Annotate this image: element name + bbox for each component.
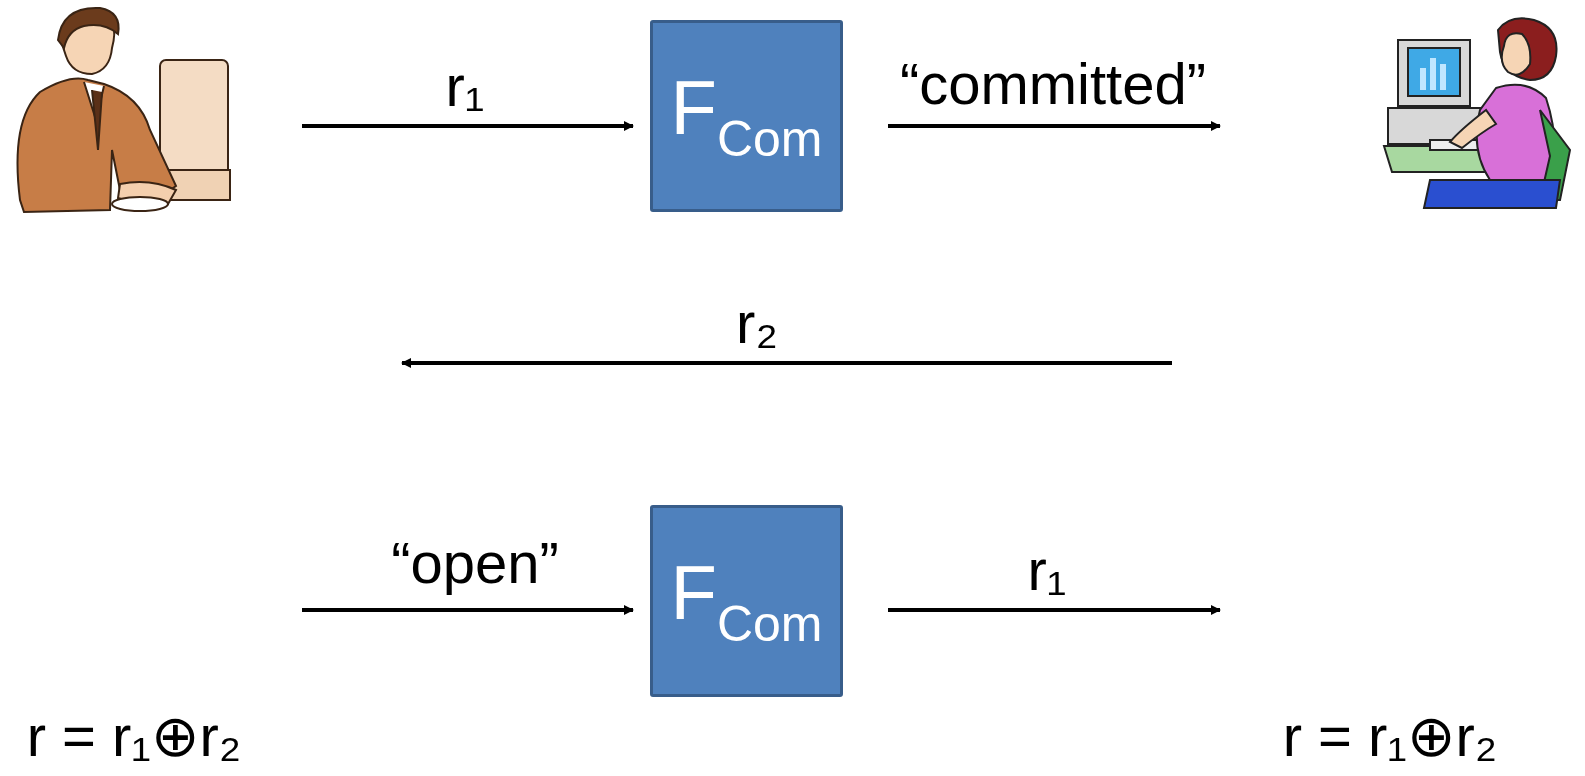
functionality-box: FCom	[650, 20, 843, 212]
function-subscript: Com	[717, 111, 823, 167]
woman-figure	[1384, 18, 1570, 208]
function-name: F	[670, 65, 716, 150]
functionality-box: FCom	[650, 505, 843, 697]
arrow	[888, 608, 1220, 612]
box-label: FCom	[670, 549, 822, 654]
message-label: “open”	[391, 531, 559, 595]
function-name: F	[670, 550, 716, 635]
message-label: r₁	[1028, 538, 1067, 602]
man-figure	[18, 8, 231, 212]
arrow	[302, 124, 633, 128]
function-subscript: Com	[717, 596, 823, 652]
result-formula: r = r₁⊕r₂	[27, 704, 242, 768]
message-label: r₂	[736, 291, 778, 355]
message-label: r₁	[446, 54, 485, 118]
message-label: “committed”	[900, 52, 1206, 116]
arrow	[302, 608, 633, 612]
arrow	[888, 124, 1220, 128]
arrow	[402, 361, 1172, 365]
box-label: FCom	[670, 64, 822, 169]
result-formula: r = r₁⊕r₂	[1283, 704, 1498, 768]
